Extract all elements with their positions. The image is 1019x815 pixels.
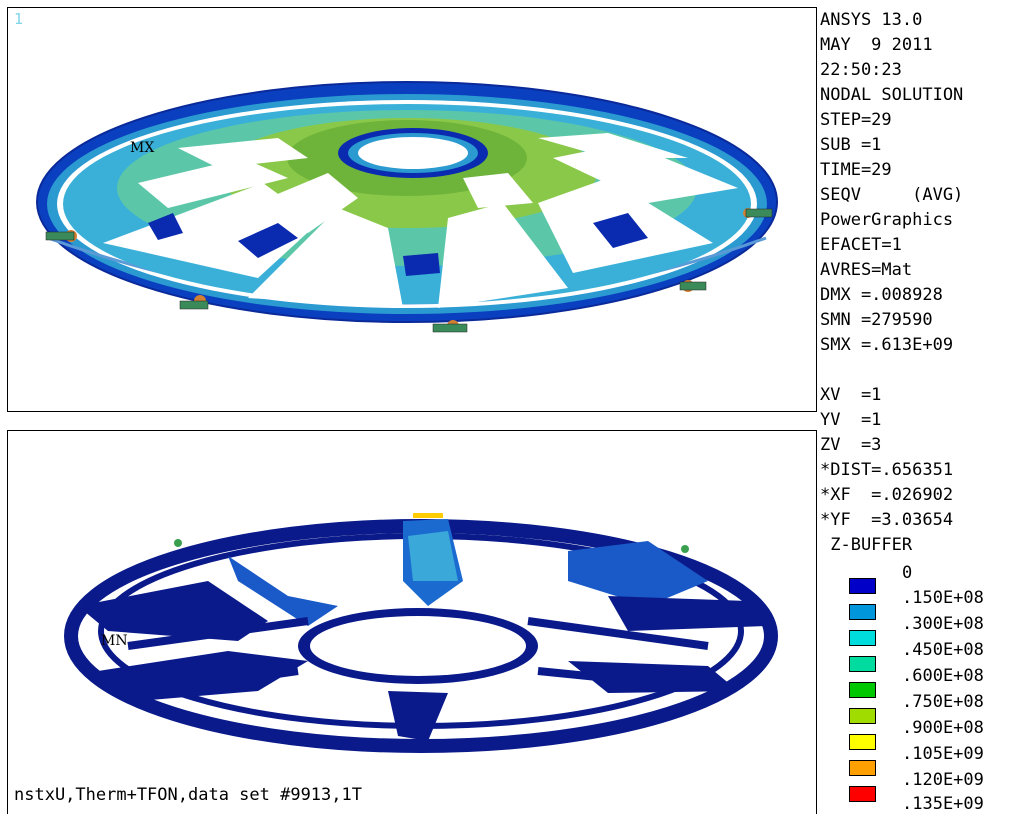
legend-value: .750E+08: [902, 692, 984, 712]
info-line: *DIST=.656351: [820, 460, 954, 480]
info-line: AVRES=Mat: [820, 260, 913, 280]
bottom-model-plot: [64, 513, 778, 753]
legend-swatch: [849, 734, 876, 750]
legend-swatch: [849, 656, 876, 672]
legend-value: .300E+08: [902, 614, 984, 634]
legend-value: .135E+09: [902, 794, 984, 814]
info-line: EFACET=1: [820, 235, 902, 255]
info-line: SMN =279590: [820, 310, 933, 330]
legend-swatch: [849, 604, 876, 620]
info-line: MAY 9 2011: [820, 35, 933, 55]
top-viewport[interactable]: 1: [7, 7, 817, 412]
legend-swatch: [849, 630, 876, 646]
legend-swatch: [849, 760, 876, 776]
info-line: XV =1: [820, 385, 882, 405]
info-line: SEQV (AVG): [820, 185, 964, 205]
info-line: PowerGraphics: [820, 210, 954, 230]
top-model-plot: [36, 81, 778, 333]
info-line: YV =1: [820, 410, 882, 430]
info-line: NODAL SOLUTION: [820, 85, 964, 105]
max-label: MX: [130, 140, 155, 156]
legend-value: .150E+08: [902, 588, 984, 608]
info-line: TIME=29: [820, 160, 892, 180]
plot-footer-text: nstxU,Therm+TFON,data set #9913,1T: [14, 785, 362, 805]
legend-value: .600E+08: [902, 666, 984, 686]
info-line: ANSYS 13.0: [820, 10, 923, 30]
legend-value: .105E+09: [902, 744, 984, 764]
legend-swatch: [849, 708, 876, 724]
info-line: SMX =.613E+09: [820, 335, 954, 355]
info-line: *XF =.026902: [820, 485, 954, 505]
legend-value: .900E+08: [902, 718, 984, 738]
legend-value: .450E+08: [902, 640, 984, 660]
info-line: 22:50:23: [820, 60, 902, 80]
legend-swatch: [849, 578, 876, 594]
info-line: *YF =3.03654: [820, 510, 954, 530]
bottom-viewport[interactable]: MN nstxU,Therm+TFON,data set #9913,1T: [7, 430, 817, 814]
legend-swatch: [849, 786, 876, 802]
info-line: SUB =1: [820, 135, 882, 155]
legend-value: .120E+09: [902, 770, 984, 790]
legend-swatch: [849, 682, 876, 698]
info-line: Z-BUFFER: [820, 535, 913, 555]
info-line: DMX =.008928: [820, 285, 943, 305]
info-line: ZV =3: [820, 435, 882, 455]
window-number: 1: [14, 10, 24, 28]
info-line: STEP=29: [820, 110, 892, 130]
min-label: MN: [101, 633, 128, 649]
legend-zero-label: 0: [902, 563, 913, 583]
